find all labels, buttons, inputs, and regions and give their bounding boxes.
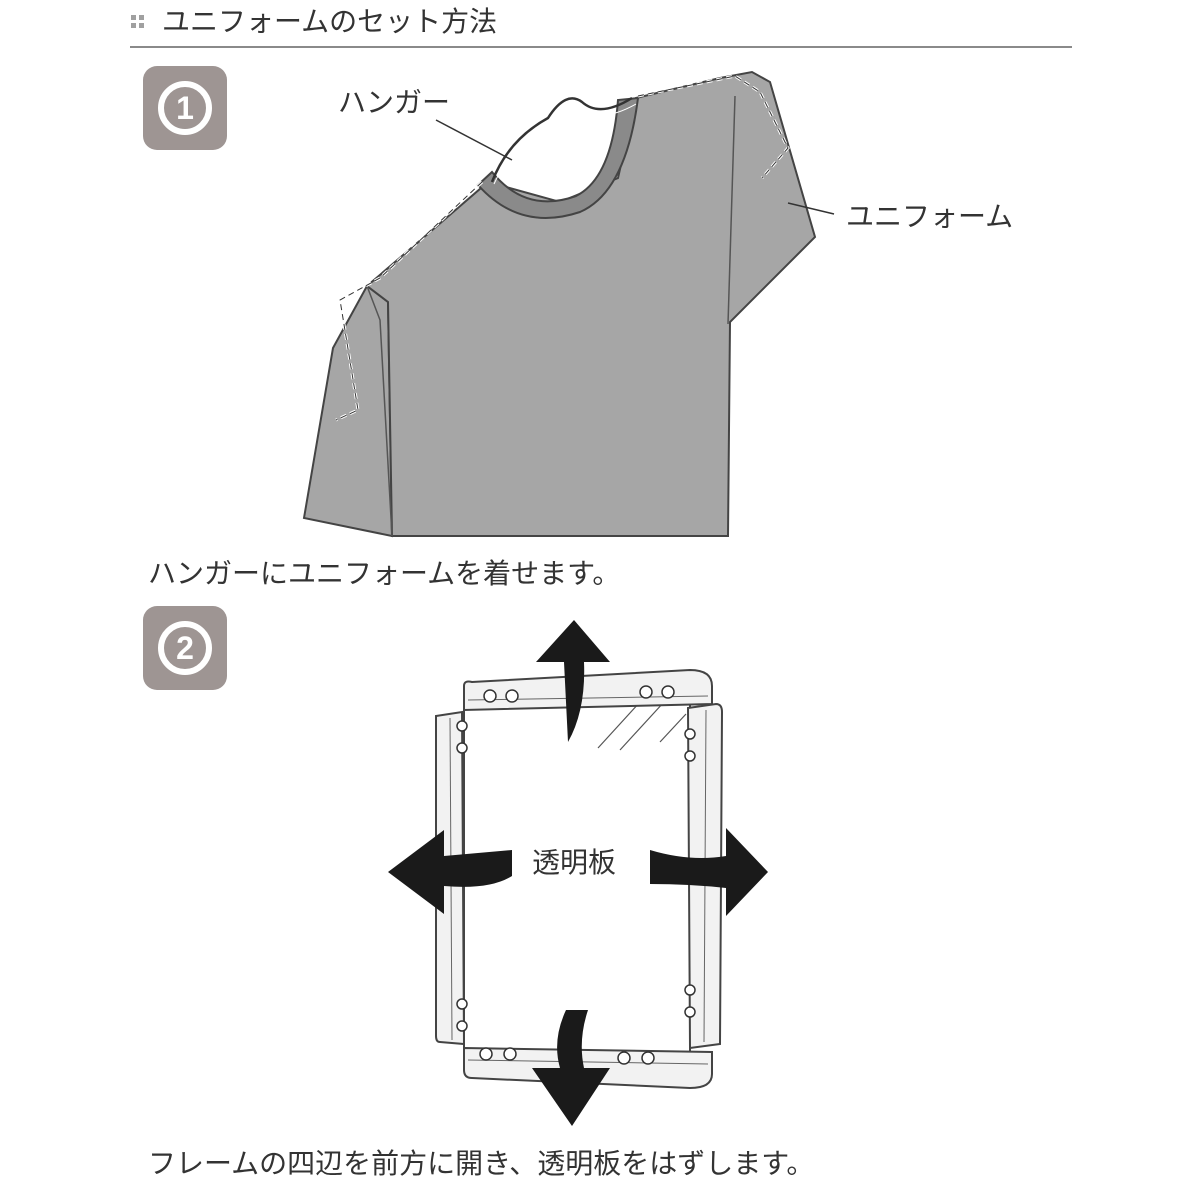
uniform-shirt	[302, 284, 394, 538]
step-2-number: 2	[176, 630, 194, 666]
frame-illustration	[388, 620, 768, 1126]
hanger-leader-line	[435, 119, 513, 161]
step-1-number: 1	[176, 90, 194, 126]
arrow-right-icon	[650, 828, 768, 916]
step-1-caption: ハンガーにユニフォームを着せます。	[148, 557, 621, 590]
step-2-badge: 2	[143, 606, 227, 690]
step-2-caption: フレームの四辺を前方に開き、透明板をはずします。	[148, 1147, 815, 1180]
step-1-badge: 1	[143, 66, 227, 150]
grid-dots-icon	[131, 15, 144, 28]
frame-top-rail	[463, 668, 713, 712]
uniform-leader-line	[787, 202, 835, 215]
arrow-up-icon	[536, 620, 610, 742]
arrow-down-icon	[532, 1010, 610, 1126]
transparent-panel-label: 透明板	[532, 846, 617, 879]
section-title: ユニフォームのセット方法	[162, 5, 498, 38]
hanger-hook	[490, 96, 633, 183]
shirt-illustration	[302, 70, 835, 538]
section-header: ユニフォームのセット方法	[130, 0, 1072, 48]
arrow-left-icon	[388, 830, 512, 914]
hanger-label: ハンガー	[338, 86, 451, 119]
uniform-label: ユニフォーム	[846, 200, 1014, 233]
